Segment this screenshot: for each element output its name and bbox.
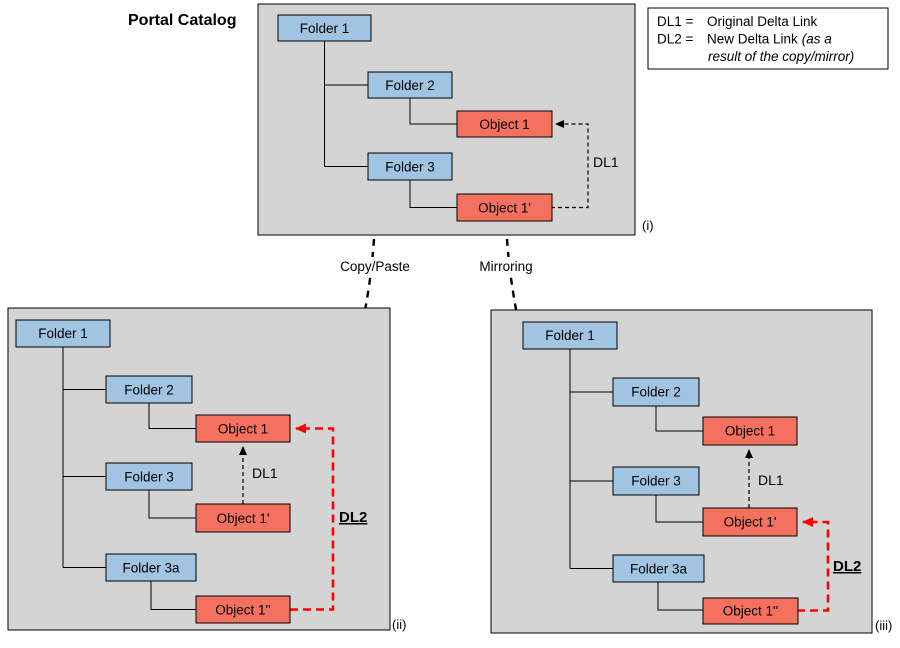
legend-dl2-value-italic-start: (as a: [802, 32, 833, 47]
panel-iii-object-1-prime-node: [702, 507, 798, 537]
panel-ii-folder-1-node: [15, 319, 111, 348]
legend-dl2-value: New Delta Link (as a: [707, 32, 832, 47]
panel-iii-object-1-label: Object 1: [725, 424, 775, 439]
panel-ii-folder-3a-node: [105, 553, 197, 582]
panel-i-tag: (i): [642, 218, 654, 233]
panel-iii-folder-2-node: [612, 377, 700, 407]
panel-i-branch-object1-prime: [409, 180, 457, 208]
panel-i-branch-object1: [409, 98, 457, 125]
legend-dl2-value-normal: New Delta Link: [707, 32, 798, 47]
page-title: Portal Catalog: [128, 12, 236, 29]
panel-iii-tag: (iii): [875, 618, 892, 633]
panel-ii-folder-3-node: [105, 462, 193, 491]
copy-paste-label-backdrop: [330, 257, 420, 274]
panel-iii-branch-object1: [655, 406, 703, 432]
panel-iii-dl2-label: DL2: [833, 558, 861, 575]
legend-dl1-key: DL1 =: [657, 14, 694, 29]
panel-ii-object-1-node: [195, 414, 291, 443]
panel-iii-folder-3a-node: [612, 554, 705, 583]
panel-i-folder-2-label: Folder 2: [385, 78, 435, 93]
panel-i-folder-1-node: [277, 14, 372, 42]
panel-ii-dl2-link-arrow: [290, 423, 335, 611]
panel-i-background: [257, 3, 636, 236]
panel-iii-object-1-node: [702, 416, 798, 446]
panel-ii-object-1-double-prime-node: [195, 595, 291, 624]
panel-ii-folder-2-label: Folder 2: [124, 383, 174, 398]
panel-i-folder-1-label: Folder 1: [300, 21, 350, 36]
panel-iii-branch-object1-double-prime: [657, 582, 703, 611]
copy-paste-label: Copy/Paste: [340, 259, 410, 274]
legend-dl2-value-italic-end: result of the copy/mirror): [708, 49, 854, 64]
panel-i-folder-2-node: [367, 71, 453, 99]
panel-ii-folder-1-label: Folder 1: [38, 326, 88, 341]
panel-iii-object-1-double-prime-label: Object 1'': [723, 604, 778, 619]
panel-ii-folder-3-label: Folder 3: [124, 470, 174, 485]
copy-paste-arrow: [341, 238, 376, 392]
legend-dl2-key: DL2 =: [657, 32, 694, 47]
panel-iii-branch-object1-prime: [655, 495, 703, 523]
transitions: Copy/Paste Mirroring: [330, 238, 539, 392]
panel-i: DL1 Folder 1 Folder 2 Object 1 Folder 3 …: [257, 3, 654, 236]
panel-iii-folder-1-node: [522, 321, 618, 350]
mirroring-label-backdrop: [473, 257, 539, 274]
panel-ii-tag: (ii): [392, 617, 406, 632]
panel-iii-folder-1-label: Folder 1: [545, 328, 595, 343]
panel-iii-folder-2-label: Folder 2: [631, 385, 681, 400]
panel-iii-folder-3-label: Folder 3: [631, 474, 681, 489]
panel-ii-object-1-label: Object 1: [218, 422, 268, 437]
legend-border: [647, 7, 889, 70]
panel-iii-dl1-label: DL1: [758, 472, 784, 488]
panel-i-object-1-prime-label: Object 1': [478, 201, 531, 216]
panel-ii-folder-3a-label: Folder 3a: [122, 561, 180, 576]
panel-ii-branch-object1-prime: [148, 490, 196, 519]
panel-ii: DL1 DL2 Folder 1 Folder 2 Object 1 Folde…: [7, 307, 406, 632]
panel-ii-object-1-double-prime-label: Object 1'': [215, 603, 270, 618]
panel-i-object-1-label: Object 1: [479, 117, 529, 132]
legend-box: DL1 = Original Delta Link DL2 = New Delt…: [647, 7, 889, 70]
panel-ii-dl2-label: DL2: [339, 509, 367, 526]
panel-i-object-1-prime-node: [456, 193, 553, 222]
panel-iii-folder-3a-label: Folder 3a: [630, 562, 688, 577]
panel-i-object-1-node: [456, 110, 553, 138]
panel-ii-branch-object1: [148, 403, 196, 429]
legend-dl1-value: Original Delta Link: [707, 14, 818, 29]
panel-i-dl1-link-arrow: [551, 120, 589, 209]
panel-iii: DL1 DL2 Folder 1 Folder 2 Object 1 Folde…: [490, 309, 892, 634]
panel-iii-folder-3-node: [612, 466, 700, 496]
panel-ii-object-1-prime-node: [195, 503, 291, 533]
panel-iii-object-1-prime-label: Object 1': [724, 515, 777, 530]
panel-ii-folder-2-node: [105, 375, 193, 404]
mirroring-label: Mirroring: [479, 259, 532, 274]
panel-iii-dl2-link-arrow: [797, 517, 830, 612]
panel-i-dl1-label: DL1: [593, 154, 619, 170]
panel-ii-object-1-prime-label: Object 1': [217, 511, 270, 526]
panel-ii-branch-object1-double-prime: [150, 581, 196, 610]
panel-ii-dl1-label: DL1: [252, 465, 278, 481]
panel-i-folder-3-node: [367, 152, 453, 181]
panel-i-folder-3-label: Folder 3: [385, 160, 435, 175]
panel-iii-object-1-double-prime-node: [702, 597, 799, 625]
panel-ii-background: [7, 307, 391, 631]
